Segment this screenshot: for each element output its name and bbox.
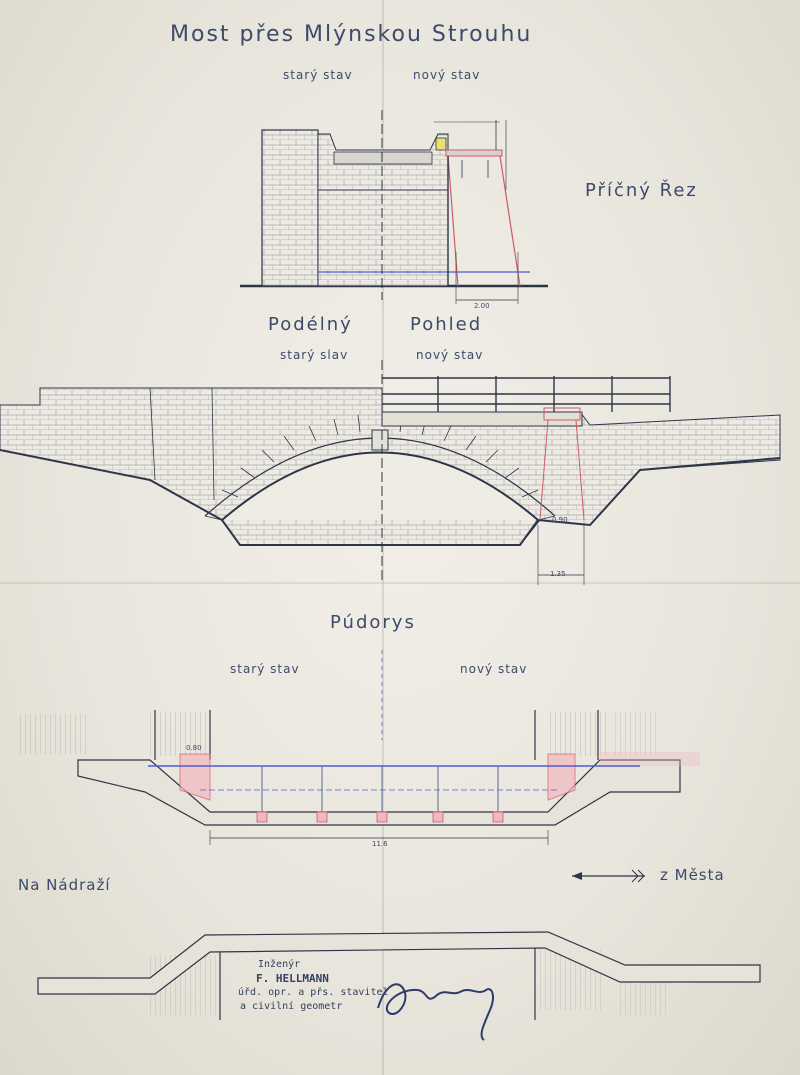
elevation-label-left: Podélný <box>268 314 353 335</box>
new-railing <box>382 376 671 412</box>
drawing-title: Most přes Mlýnskou Strouhu <box>170 22 533 47</box>
stamp-profession: úřd. opr. a přs. stavitel <box>238 987 389 998</box>
plan-new-label: nový stav <box>460 662 528 676</box>
keystone <box>371 429 389 451</box>
elevation-dim-side: 0.90 <box>552 516 568 524</box>
new-deck-beam <box>445 149 503 157</box>
elevation-label-right: Pohled <box>410 314 483 335</box>
plan-label: Púdorys <box>330 612 416 633</box>
old-deck <box>333 151 433 165</box>
plan-old-label: starý stav <box>230 662 300 676</box>
new-deck <box>381 411 583 427</box>
arch-intrados <box>221 451 539 521</box>
plan-span-dim: 11.6 <box>372 840 388 848</box>
new-abutment-line-1 <box>447 155 459 287</box>
paper-fold-horizontal <box>0 582 800 584</box>
road-outline <box>37 931 761 995</box>
cross-old-label: starý stav <box>283 68 353 82</box>
engineer-stamp: Inženýr F. HELLMANN úřd. opr. a přs. sta… <box>238 958 389 1014</box>
direction-arrow-icon <box>572 869 645 883</box>
plan-wing-dim: 0.80 <box>186 744 202 752</box>
cross-new-label: nový stav <box>413 68 481 82</box>
stamp-title: Inženýr <box>258 959 301 970</box>
direction-left-label: Na Nádraží <box>18 876 111 894</box>
stamp-geometer: a civilní geometr <box>240 1001 343 1012</box>
elevation-new-label: nový stav <box>416 348 484 362</box>
signature <box>377 983 494 1041</box>
stamp-name: F. HELLMANN <box>256 972 329 985</box>
terrain-line <box>0 449 781 546</box>
new-abutment-line-2 <box>499 155 521 287</box>
old-pier-left <box>261 129 319 287</box>
cross-section-drawing <box>240 110 548 304</box>
new-curb-yellow <box>435 137 447 151</box>
arch-voussoirs <box>204 414 556 521</box>
direction-right-label: z Města <box>660 866 725 884</box>
plan-drawing <box>18 650 700 845</box>
cross-section-label: Příčný Řez <box>585 180 698 201</box>
elevation-old-label: starý slav <box>280 348 349 362</box>
cross-dim-text: 2.00 <box>474 302 490 310</box>
elevation-drawing <box>0 360 781 585</box>
elevation-dim-bottom: 1.35 <box>550 570 566 578</box>
site-sketch <box>37 931 761 1020</box>
